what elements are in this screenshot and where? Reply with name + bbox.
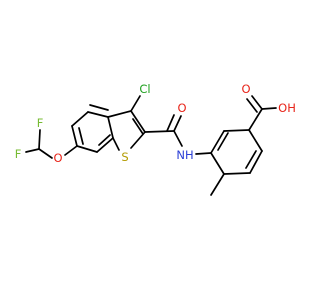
bond bbox=[223, 172, 251, 175]
bond bbox=[210, 173, 225, 196]
fluorine-atom-label: F bbox=[15, 147, 22, 161]
bond bbox=[144, 130, 175, 133]
bond bbox=[132, 118, 144, 135]
bond bbox=[38, 129, 41, 150]
bond bbox=[210, 130, 225, 154]
hydroxyl-atom-label: OH bbox=[278, 101, 296, 115]
carbonyl-oxygen-atom-label: O bbox=[241, 82, 250, 96]
bond bbox=[249, 150, 263, 174]
bond bbox=[96, 137, 114, 153]
bond bbox=[261, 107, 277, 110]
bond bbox=[195, 152, 212, 155]
bond bbox=[248, 108, 263, 131]
bond bbox=[71, 111, 89, 127]
bond bbox=[130, 110, 146, 133]
bond bbox=[112, 137, 120, 151]
ether-oxygen-atom-label: O bbox=[53, 151, 62, 165]
bond bbox=[78, 127, 84, 145]
bond bbox=[246, 98, 258, 113]
bond bbox=[166, 114, 175, 132]
molecule-structure-diagram: Cl S F F O O NH O OH bbox=[15, 82, 296, 196]
bond bbox=[210, 152, 225, 175]
bond bbox=[107, 116, 114, 139]
atom-label-group: Cl S F F O O NH O OH bbox=[15, 82, 296, 165]
fluorine-atom-label: F bbox=[37, 116, 44, 130]
bond-group bbox=[25, 95, 277, 196]
bond bbox=[89, 104, 109, 111]
chlorine-atom-label: Cl bbox=[139, 82, 150, 96]
bond bbox=[248, 129, 263, 152]
bond bbox=[64, 145, 78, 156]
bond bbox=[71, 125, 78, 147]
amide-oxygen-atom-label: O bbox=[177, 101, 186, 115]
bond bbox=[245, 150, 257, 169]
sulfur-atom-label: S bbox=[121, 150, 128, 164]
bond bbox=[173, 130, 183, 147]
bond bbox=[173, 115, 182, 132]
bond bbox=[107, 110, 132, 118]
bond bbox=[98, 134, 111, 146]
bond bbox=[25, 148, 40, 153]
bond bbox=[251, 95, 263, 110]
bond bbox=[87, 111, 109, 118]
bond bbox=[217, 132, 229, 151]
nh-atom-label: NH bbox=[176, 148, 193, 162]
bond bbox=[76, 145, 98, 153]
bond bbox=[223, 129, 250, 132]
bond bbox=[130, 95, 141, 112]
bond bbox=[38, 148, 53, 159]
bond bbox=[130, 131, 146, 149]
